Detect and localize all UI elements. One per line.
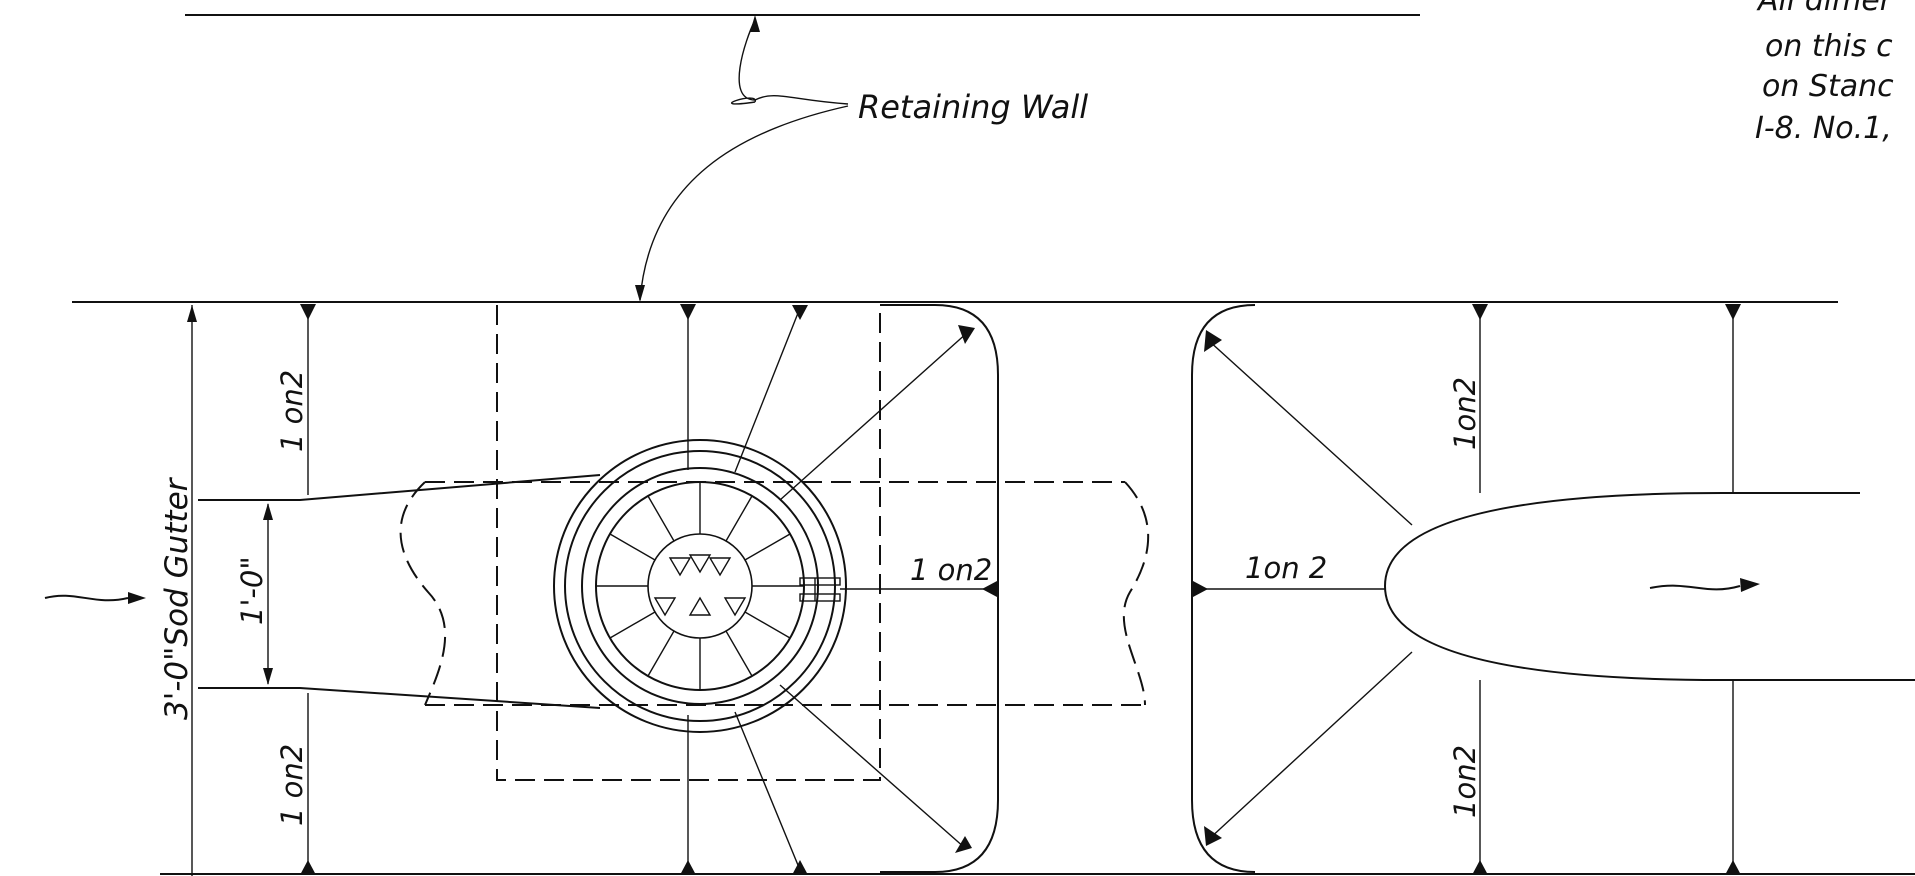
inlet-wing-outline: [880, 304, 999, 873]
slope-tick-right-b-top: [1725, 304, 1741, 320]
endwall-radial-lines: [1204, 330, 1413, 846]
slope-label-center-left: 1 on2: [910, 553, 992, 587]
slope-tick-right-a-top: [1472, 304, 1488, 320]
leader-arrowhead-down: [635, 285, 645, 302]
leader-arrowhead-up: [750, 15, 760, 32]
inflow-arrow-line: [44, 594, 129, 602]
pipe-width-arrow-top: [263, 503, 273, 520]
pipe-break-left: [399, 481, 447, 706]
outlet-pipe-outline: [1383, 492, 1915, 681]
retaining-wall-leader-lower: [639, 105, 849, 301]
note-line-3: on Stanc: [1762, 69, 1894, 104]
slope-tick-left-upper: [300, 304, 316, 320]
slope-tick-right-a-bottom: [1472, 860, 1488, 875]
retaining-wall-label: Retaining Wall: [858, 88, 1088, 126]
pipe-outline-dashed: [425, 481, 1145, 706]
inflow-arrowhead: [128, 592, 146, 604]
sod-gutter-label: 3'-0"Sod Gutter: [159, 476, 195, 720]
slope-label-right-lower: 1on2: [1448, 745, 1482, 818]
inlet-box-outline-dashed: [496, 305, 881, 781]
centerline-tick-top: [680, 304, 696, 320]
outflow-arrow-line: [1649, 584, 1741, 591]
slope-label-left-upper: 1 on2: [275, 370, 309, 452]
slope-label-center-right: 1on 2: [1245, 551, 1327, 585]
retaining-wall-leader-upper: [730, 19, 849, 105]
endwall-outline: [1191, 304, 1256, 873]
gutter-dimension-arrow-top: [187, 305, 197, 322]
gutter-upper-edge: [198, 474, 601, 501]
radial-slope-lines: [734, 305, 975, 875]
pipe-width-arrow-bottom: [263, 668, 273, 685]
pipe-break-right: [1122, 481, 1150, 706]
grate-hinge: [799, 577, 841, 602]
note-text-block: All dimer on this c on Stanc I-8. No.1,: [1755, 0, 1894, 146]
outflow-arrowhead: [1740, 578, 1760, 592]
gutter-lower-edge: [198, 687, 601, 709]
pipe-width-label: 1'-0": [235, 556, 269, 625]
note-line-2: on this c: [1765, 29, 1893, 64]
slope-tick-right-b-bottom: [1725, 860, 1741, 875]
slope-tick-left-lower: [300, 860, 316, 875]
slope-tick-center-horizontal: [982, 581, 997, 597]
note-line-4: I-8. No.1,: [1755, 111, 1892, 146]
slope-tick-endwall-horizontal: [1193, 581, 1208, 597]
note-line-1: All dimer: [1756, 0, 1894, 18]
inlet-grate: [553, 439, 847, 733]
slope-label-left-lower: 1 on2: [275, 744, 309, 826]
slope-label-right-upper: 1on2: [1448, 377, 1482, 450]
centerline-tick-bottom: [680, 860, 696, 875]
